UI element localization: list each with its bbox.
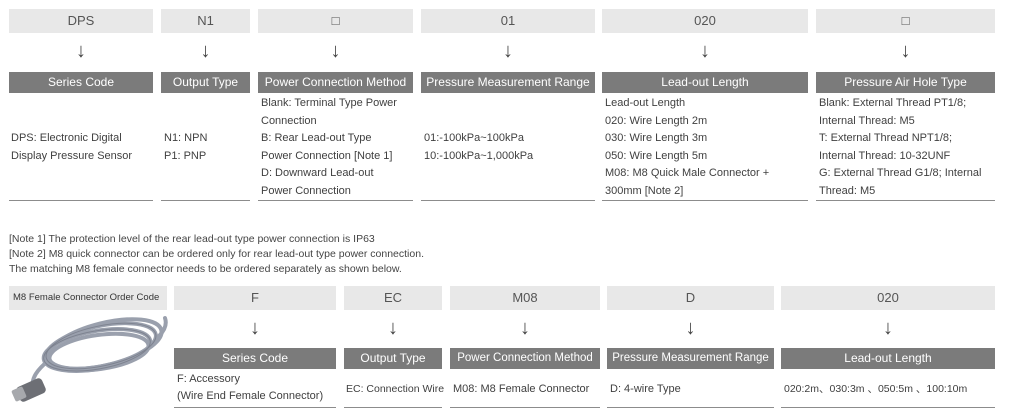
body-power-connection: Blank: Terminal Type Power Connection B:… <box>258 95 413 201</box>
body-pressure-range: D: 4-wire Type <box>607 371 774 408</box>
header-pressure-range: Pressure Measurement Range <box>607 348 774 369</box>
code-output: N1 <box>161 9 250 33</box>
header-power-connection: Power Connection Method <box>258 72 413 93</box>
body-series-code: F: Accessory (Wire End Female Connector) <box>174 371 336 408</box>
code-series: F <box>174 286 336 310</box>
m8-order-code-label: M8 Female Connector Order Code <box>9 286 167 310</box>
arrow-down-icon: ↓ <box>330 40 341 62</box>
arrow-down-icon: ↓ <box>388 317 398 339</box>
arrow-down-icon: ↓ <box>685 317 696 339</box>
header-lead-out: Lead-out Length <box>781 348 995 369</box>
code-pressure-range: 01 <box>421 9 595 33</box>
body-lead-out: Lead-out Length 020: Wire Length 2m 030:… <box>602 95 808 201</box>
code-lead-out: 020 <box>781 286 995 310</box>
arrow-down-icon: ↓ <box>700 40 710 62</box>
arrow-down-icon: ↓ <box>503 40 513 62</box>
body-pressure-range: 01:-100kPa~100kPa 10:-100kPa~1,000kPa <box>421 95 595 201</box>
body-power-connection: M08: M8 Female Connector <box>450 371 600 408</box>
header-output-type: Output Type <box>161 72 250 93</box>
code-air-hole: □ <box>816 9 995 33</box>
body-output-type: EC: Connection Wire <box>344 371 444 408</box>
header-series-code: Series Code <box>174 348 336 369</box>
arrow-down-icon: ↓ <box>76 40 86 62</box>
header-power-connection: Power Connection Method <box>450 348 600 369</box>
code-power-connection: □ <box>258 9 413 33</box>
arrow-down-icon: ↓ <box>900 40 911 62</box>
code-pressure-range: D <box>607 286 774 310</box>
arrow-down-icon: ↓ <box>520 317 530 339</box>
header-lead-out: Lead-out Length <box>602 72 808 93</box>
notes: [Note 1] The protection level of the rea… <box>9 232 709 277</box>
body-air-hole: Blank: External Thread PT1/8; Internal T… <box>816 95 995 201</box>
arrow-down-icon: ↓ <box>250 317 260 339</box>
body-lead-out: 020:2m、030:3m 、050:5m 、100:10m <box>781 371 995 408</box>
code-power-connection: M08 <box>450 286 600 310</box>
note-3: The matching M8 female connector needs t… <box>9 263 402 275</box>
code-lead-out: 020 <box>602 9 808 33</box>
header-pressure-range: Pressure Measurement Range <box>421 72 595 93</box>
m8-cable-photo <box>9 314 169 408</box>
code-output: EC <box>344 286 442 310</box>
header-output-type: Output Type <box>344 348 442 369</box>
arrow-down-icon: ↓ <box>883 317 893 339</box>
code-series: DPS <box>9 9 153 33</box>
note-2: [Note 2] M8 quick connector can be order… <box>9 248 424 260</box>
note-1: [Note 1] The protection level of the rea… <box>9 233 375 245</box>
body-output-type: N1: NPN P1: PNP <box>161 95 250 201</box>
arrow-down-icon: ↓ <box>200 40 211 62</box>
body-series-code: DPS: Electronic Digital Display Pressure… <box>9 95 153 201</box>
header-air-hole: Pressure Air Hole Type <box>816 72 995 93</box>
header-series-code: Series Code <box>9 72 153 93</box>
